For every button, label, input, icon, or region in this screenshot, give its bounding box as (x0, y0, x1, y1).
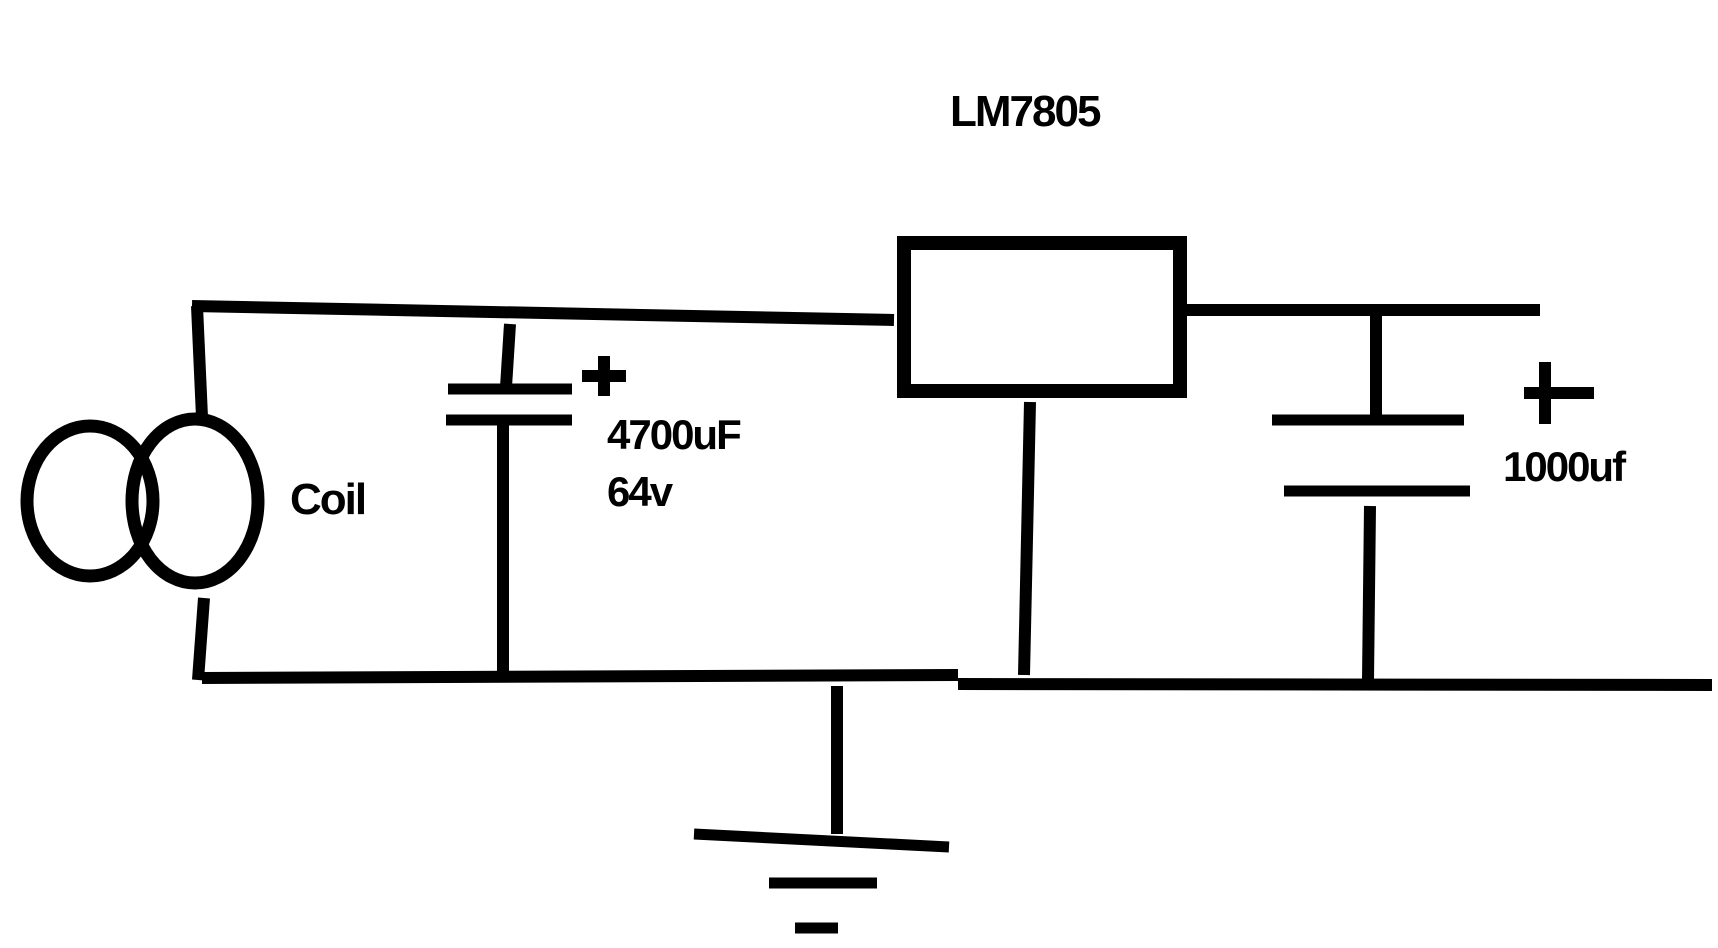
c1-plus-sign (582, 356, 626, 396)
output-capacitor-value-label: 1000uf (1503, 443, 1626, 490)
wire-coil-top-lead (191, 305, 208, 418)
regulator-symbol (897, 236, 1187, 676)
c2-plus-sign (1524, 362, 1594, 424)
coil-symbol (20, 412, 265, 590)
c1-top-lead (500, 323, 516, 388)
input-capacitor-symbol (446, 323, 626, 676)
input-capacitor-value-label: 4700uF (607, 411, 742, 458)
wire-bottom-rail-right (957, 678, 1713, 691)
coil-loop-right (125, 412, 265, 590)
regulator-label: LM7805 (950, 87, 1101, 136)
wire-coil-bottom-lead (192, 597, 210, 681)
regulator-ground-lead (1018, 401, 1036, 676)
coil-loop-left (20, 419, 160, 583)
output-capacitor-symbol (1272, 316, 1594, 681)
wire-bottom-rail-left (201, 669, 959, 684)
input-capacitor-voltage-label: 64v (607, 468, 673, 515)
ground-symbol (693, 686, 950, 934)
c2-bottom-lead (1362, 505, 1376, 681)
regulator-body (897, 236, 1187, 398)
ground-bar-1 (693, 828, 950, 853)
wire-top-input-rail (191, 300, 895, 326)
coil-label: Coil (290, 475, 367, 524)
